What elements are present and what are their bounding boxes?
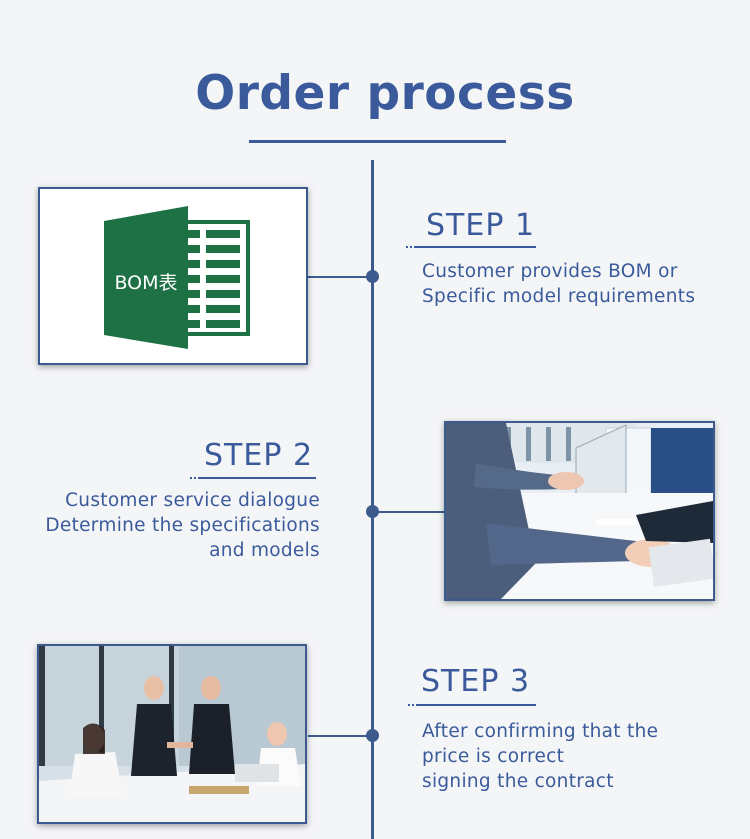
step1-label: STEP 1 [426, 208, 536, 243]
step2-line: Customer service dialogue [65, 490, 320, 511]
step3-underline [408, 704, 536, 706]
step2-underline [190, 477, 316, 479]
page-title: Order process [195, 66, 575, 121]
step2-timeline-dot [366, 505, 379, 518]
step2-label: STEP 2 [204, 438, 314, 473]
step3-timeline-dot [366, 729, 379, 742]
step1-line: Specific model requirements [422, 286, 696, 307]
step1-line: Customer provides BOM or [422, 261, 678, 282]
bom-label: BOM表 [114, 272, 177, 294]
step3-line: signing the contract [422, 771, 614, 792]
step3-label: STEP 3 [421, 664, 531, 699]
step1-underline [406, 246, 536, 248]
step1-description: Customer provides BOM or Specific model … [422, 259, 695, 309]
step3-connector [308, 735, 374, 737]
step3-meeting-photo [37, 644, 307, 824]
step2-line: and models [209, 540, 320, 561]
step1-bom-image: BOM表 [38, 187, 308, 365]
step1-connector [308, 276, 374, 278]
step1-timeline-dot [366, 270, 379, 283]
step3-line: After confirming that the [422, 721, 659, 742]
step2-office-photo [444, 421, 715, 601]
timeline-line [371, 160, 374, 839]
title-underline [249, 140, 506, 143]
step3-description: After confirming that the price is corre… [422, 719, 658, 794]
excel-bom-icon: BOM表 [104, 206, 250, 349]
step2-description: Customer service dialogue Determine the … [20, 488, 320, 563]
step2-line: Determine the specifications [45, 515, 320, 536]
step3-line: price is correct [422, 746, 565, 767]
step2-connector [372, 511, 444, 513]
